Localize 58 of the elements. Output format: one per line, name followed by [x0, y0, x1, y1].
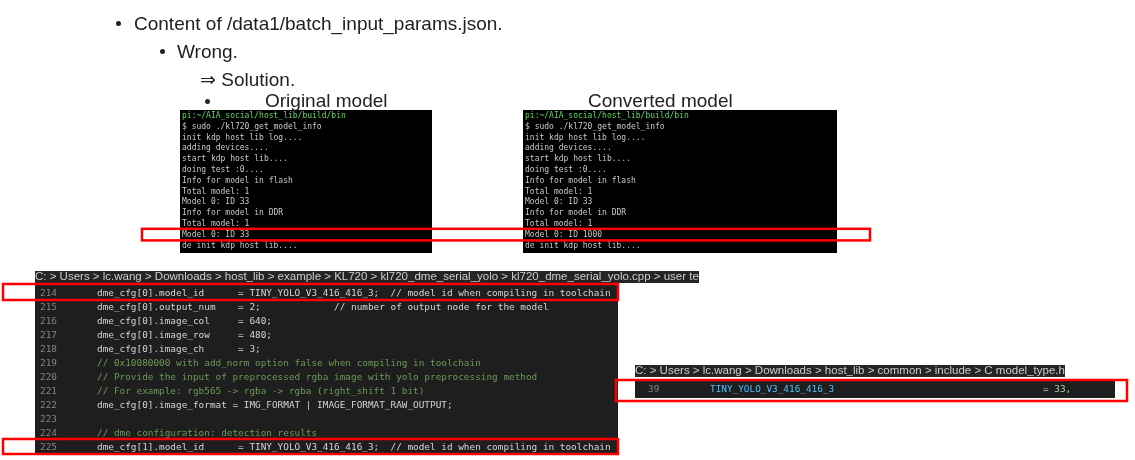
code-line: = 33,: [1043, 384, 1072, 394]
line-number: 215: [40, 302, 57, 312]
line-number: 39: [648, 384, 660, 394]
terminal-line: adding devices....: [182, 144, 269, 153]
code-line: // Provide the input of preprocessed rgba image with yolo preprocessing method: [97, 372, 538, 382]
terminal-line: Info for model in DDR: [182, 209, 284, 218]
terminal-line: de init kdp host lib....: [182, 241, 298, 250]
terminal-line: doing test :0....: [525, 166, 607, 174]
code-line: // 0x10080000 with add_norm option false when compiling in toolchain: [97, 358, 481, 368]
line-number: 222: [40, 400, 57, 410]
code-line: dme_cfg[0].image_format = IMG_FORMAT | IMAGE_FORMAT_RAW_OUTPUT;: [97, 400, 453, 410]
file-path-breadcrumb: C: > Users > lc.wang > Downloads > host_lib > common > include > C model_type.h: [635, 365, 1065, 377]
terminal-line: Info for model in flash: [182, 176, 293, 185]
bullet-text: Wrong.: [177, 42, 238, 61]
terminal-line: Model 0: ID 33: [182, 230, 250, 239]
terminal-line: Info for model in DDR: [525, 209, 627, 218]
terminal-prompt: pi:~/AIA_social/host_lib/build/bin: [525, 112, 689, 120]
code-line: dme_cfg[0].output_num = 2; // number of output node for the model: [97, 302, 549, 312]
code-line: // dme configuration: detection results: [97, 428, 318, 438]
line-number: 225: [40, 442, 57, 452]
line-number: 216: [40, 316, 57, 326]
terminal-line: start kdp host lib....: [182, 155, 288, 164]
line-number: 221: [40, 386, 57, 396]
terminal-line: Model 0: ID 1000: [525, 230, 603, 239]
code-line: TINY_YOLO_V3_416_416_3: [710, 384, 835, 394]
terminal-line: init kdp host lib log....: [525, 133, 646, 142]
code-line: dme_cfg[0].model_id = TINY_YOLO_V3_416_416_3; // model id when compiling in toolchain: [97, 288, 611, 298]
code-line: dme_cfg[0].image_col = 640;: [97, 316, 272, 326]
line-number: 220: [40, 372, 57, 382]
terminal-prompt: pi:~/AIA_social/host_lib/build/bin: [182, 112, 346, 120]
terminal-line: de init kdp host lib....: [525, 241, 641, 250]
terminal-line: Total model: 1: [525, 187, 593, 196]
terminal-line: doing test :0....: [182, 166, 264, 174]
terminal-line: Total model: 1: [182, 220, 250, 228]
line-number: 214: [40, 288, 57, 298]
line-number: 223: [40, 414, 57, 424]
terminal-line: $ sudo ./kl720_get_model_info: [182, 122, 322, 131]
terminal-line: Model 0: ID 33: [182, 198, 250, 207]
code-line: // For example: rgb565 -> rgba -> rgba (right_shift 1 bit): [97, 386, 425, 396]
code-line: dme_cfg[0].image_ch = 3;: [97, 344, 261, 354]
code-line: dme_cfg[1].model_id = TINY_YOLO_V3_416_416_3; // model id when compiling in toolchain: [97, 442, 611, 452]
line-number: 217: [40, 330, 57, 340]
terminal-line: init kdp host lib log....: [182, 133, 303, 142]
file-path-breadcrumb: C: > Users > lc.wang > Downloads > host_lib > example > KL720 > kl720_dme_serial_yolo > kl720_dme_serial_yolo.cpp > user te: [35, 271, 699, 283]
line-number: 219: [40, 358, 57, 368]
bullet-text: Content of /data1/batch_input_params.json.: [134, 14, 503, 33]
terminal-line: adding devices....: [525, 144, 612, 153]
line-number: 218: [40, 344, 57, 354]
terminal-line: Info for model in flash: [525, 176, 636, 185]
line-number: 224: [40, 428, 57, 438]
terminal-line: Total model: 1: [525, 220, 593, 228]
bullet-text: ⇒ Solution.: [200, 70, 296, 89]
code-line: dme_cfg[0].image_row = 480;: [97, 330, 272, 340]
screenshot-caption: Converted model: [588, 91, 733, 110]
terminal-line: start kdp host lib....: [525, 155, 631, 164]
terminal-line: Total model: 1: [182, 187, 250, 196]
terminal-line: $ sudo ./kl720_get_model_info: [525, 122, 665, 131]
terminal-line: Model 0: ID 33: [525, 198, 593, 207]
